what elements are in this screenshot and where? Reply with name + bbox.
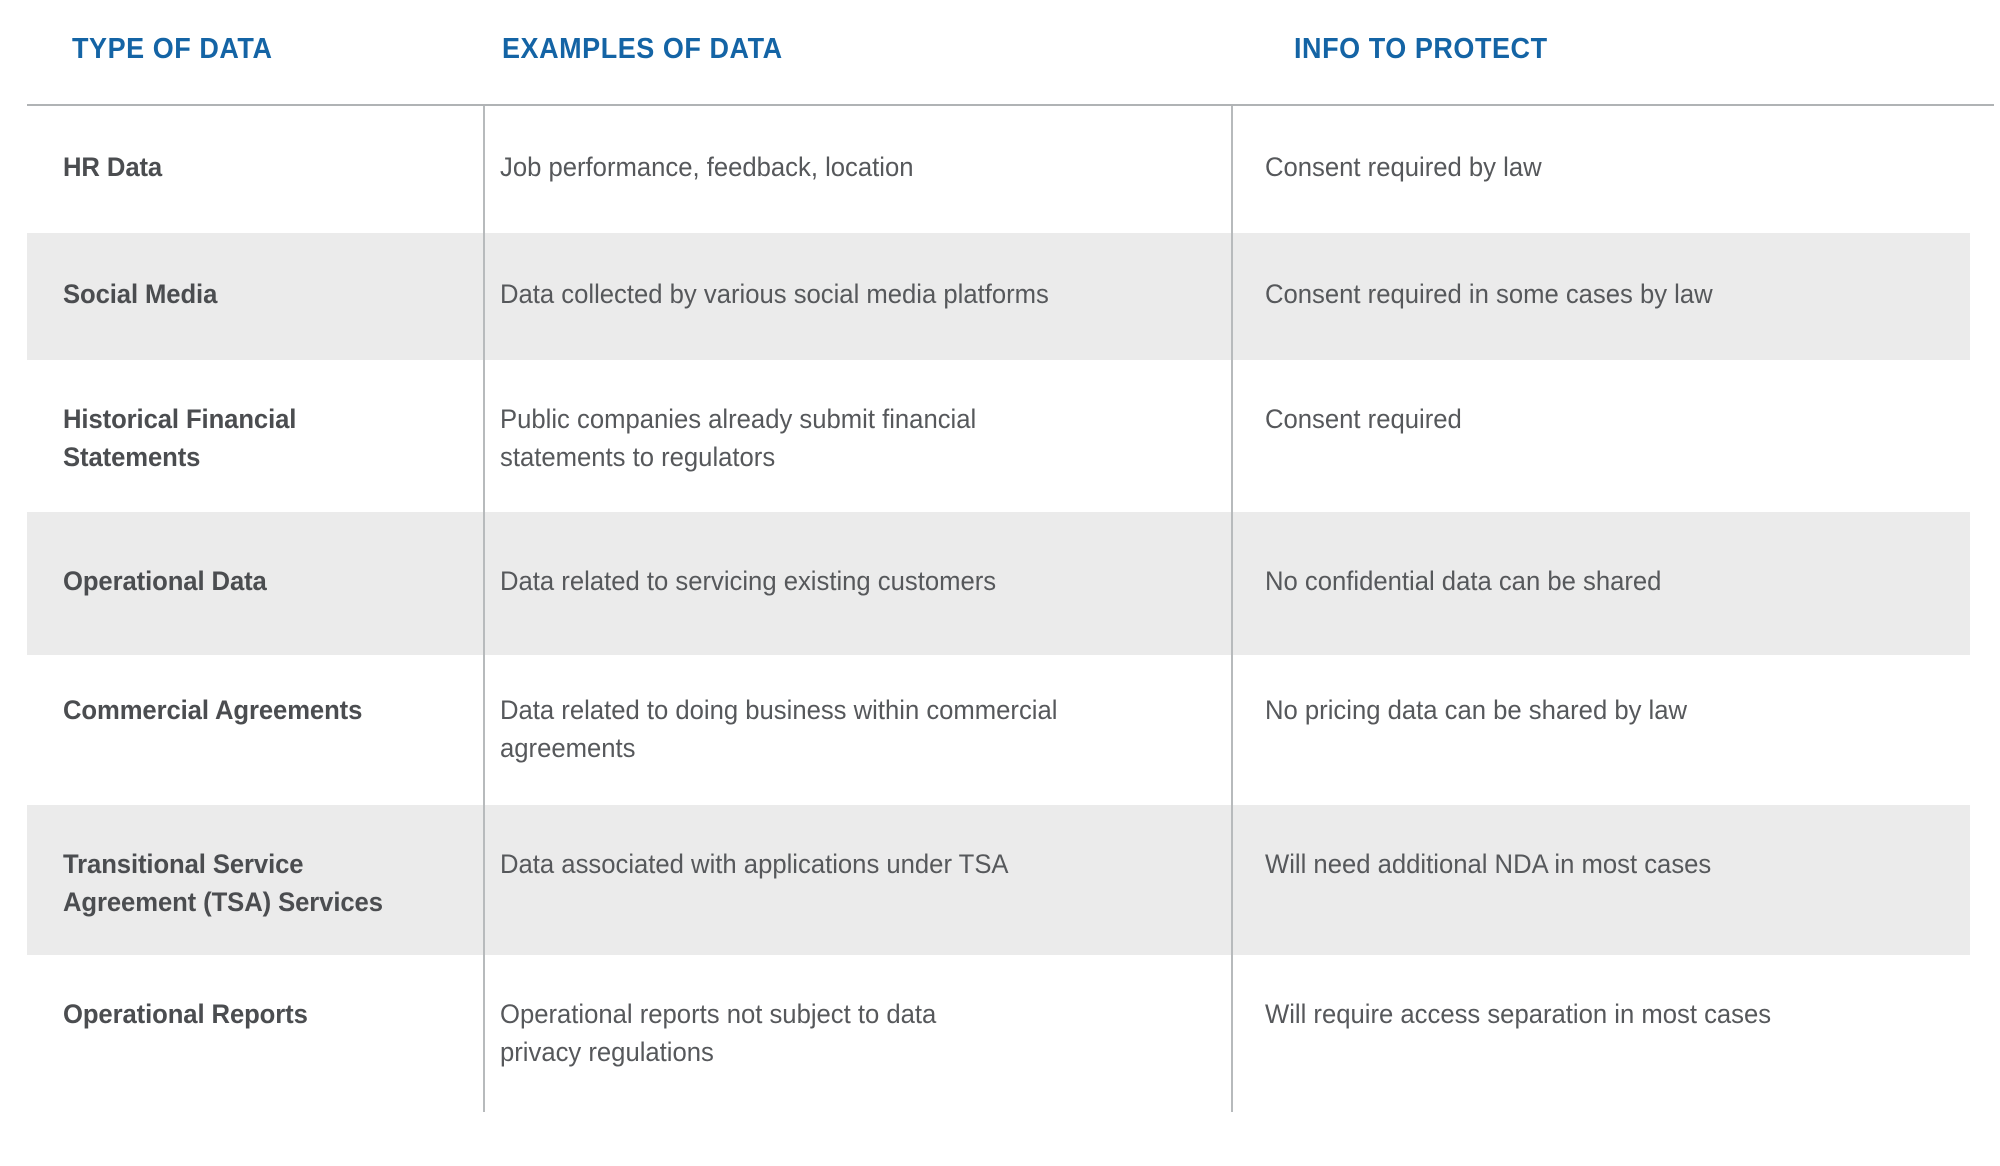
cell-examples-of-data: Data associated with applications under … (500, 845, 1184, 883)
cell-examples-of-data: Job performance, feedback, location (500, 148, 1184, 186)
cell-line-2: Agreement (TSA) Services (63, 887, 383, 917)
cell-info-to-protect: Consent required (1265, 400, 1930, 438)
cell-type-of-data: Historical Financial Statements (63, 400, 443, 476)
cell-line-1: Will need additional NDA in most cases (1265, 849, 1712, 879)
column-header-info-to-protect: INFO TO PROTECT (1294, 33, 1548, 65)
cell-line-1: Will require access separation in most c… (1265, 999, 1772, 1029)
table-row: Operational Data Data related to servici… (0, 512, 2000, 655)
column-divider-2 (1231, 106, 1233, 1112)
cell-line-1: Data related to doing business within co… (500, 695, 1058, 725)
cell-line-1: Data collected by various social media p… (500, 279, 1049, 309)
column-divider-1 (483, 106, 485, 1112)
cell-info-to-protect: No confidential data can be shared (1265, 562, 1930, 600)
cell-line-2: Statements (63, 442, 201, 472)
cell-line-1: Public companies already submit financia… (500, 404, 977, 434)
table-row: Historical Financial Statements Public c… (0, 360, 2000, 512)
cell-line-1: Operational Data (63, 566, 267, 596)
cell-line-1: Consent required by law (1265, 152, 1542, 182)
header-divider-rule (27, 104, 1994, 106)
cell-examples-of-data: Data related to doing business within co… (500, 691, 1184, 767)
table-row: Operational Reports Operational reports … (0, 955, 2000, 1112)
cell-line-2: statements to regulators (500, 442, 776, 472)
cell-line-1: Consent required in some cases by law (1265, 279, 1713, 309)
cell-type-of-data: Operational Data (63, 562, 443, 600)
cell-line-1: Operational reports not subject to data (500, 999, 937, 1029)
cell-info-to-protect: Will require access separation in most c… (1265, 995, 1930, 1033)
cell-examples-of-data: Public companies already submit financia… (500, 400, 1184, 476)
cell-line-1: Transitional Service (63, 849, 304, 879)
table-row: Commercial Agreements Data related to do… (0, 655, 2000, 805)
cell-info-to-protect: Will need additional NDA in most cases (1265, 845, 1930, 883)
cell-type-of-data: Transitional Service Agreement (TSA) Ser… (63, 845, 443, 921)
table-row: Transitional Service Agreement (TSA) Ser… (0, 805, 2000, 955)
cell-examples-of-data: Operational reports not subject to data … (500, 995, 1184, 1071)
table-row: HR Data Job performance, feedback, locat… (0, 106, 2000, 233)
cell-line-1: Operational Reports (63, 999, 308, 1029)
table-row: Social Media Data collected by various s… (0, 233, 2000, 360)
column-header-type-of-data: TYPE OF DATA (72, 33, 273, 65)
cell-line-1: Data associated with applications under … (500, 849, 1009, 879)
cell-line-1: No pricing data can be shared by law (1265, 695, 1688, 725)
cell-line-1: Social Media (63, 279, 218, 309)
cell-info-to-protect: Consent required in some cases by law (1265, 275, 1930, 313)
cell-info-to-protect: Consent required by law (1265, 148, 1930, 186)
cell-line-1: Consent required (1265, 404, 1462, 434)
cell-examples-of-data: Data collected by various social media p… (500, 275, 1184, 313)
table-body: HR Data Job performance, feedback, locat… (0, 106, 2000, 1112)
cell-line-1: Job performance, feedback, location (500, 152, 914, 182)
cell-type-of-data: Operational Reports (63, 995, 443, 1033)
cell-line-2: agreements (500, 733, 636, 763)
cell-line-1: No confidential data can be shared (1265, 566, 1662, 596)
cell-examples-of-data: Data related to servicing existing custo… (500, 562, 1184, 600)
cell-line-1: Data related to servicing existing custo… (500, 566, 997, 596)
cell-info-to-protect: No pricing data can be shared by law (1265, 691, 1930, 729)
cell-line-1: HR Data (63, 152, 163, 182)
cell-type-of-data: HR Data (63, 148, 443, 186)
cell-line-1: Commercial Agreements (63, 695, 363, 725)
cell-line-1: Historical Financial (63, 404, 297, 434)
cell-type-of-data: Social Media (63, 275, 443, 313)
cell-line-2: privacy regulations (500, 1037, 714, 1067)
column-header-examples-of-data: EXAMPLES OF DATA (502, 33, 783, 65)
table-header: TYPE OF DATA EXAMPLES OF DATA INFO TO PR… (0, 0, 2000, 105)
cell-type-of-data: Commercial Agreements (63, 691, 443, 729)
